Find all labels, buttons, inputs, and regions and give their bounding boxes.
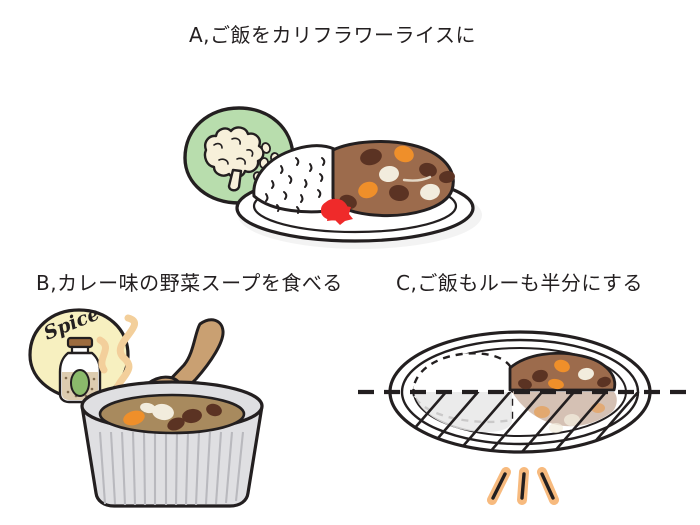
white-rice [252, 144, 340, 214]
bowl-stripes [98, 431, 245, 506]
caption-option-b: B,カレー味の野菜スープを食べる [36, 271, 343, 295]
curry-ingredients [518, 359, 611, 390]
spice-jar-icon [58, 336, 102, 404]
caption-option-c: C,ご飯もルーも半分にする [396, 271, 644, 295]
curry-ingredients [339, 145, 455, 210]
fukujinzuke-garnish [320, 198, 353, 225]
caption-option-a: A,ご飯をカリフラワーライスに [189, 23, 476, 47]
panel-option-a [0, 50, 700, 250]
accent-marks [487, 467, 559, 505]
panel-option-b: Spice [0, 300, 350, 525]
panel-option-c [350, 300, 700, 525]
curry-roux [508, 351, 617, 392]
soup-ingredients [123, 402, 222, 431]
curry-rice-plate-illustration [183, 106, 482, 249]
rice-grain-marks [265, 157, 326, 214]
halved-curry-plate-illustration [358, 330, 690, 505]
steam [96, 314, 138, 396]
curry-soup-illustration: Spice [28, 303, 264, 508]
soup-bowl [80, 380, 264, 508]
curry-roux [331, 140, 455, 218]
